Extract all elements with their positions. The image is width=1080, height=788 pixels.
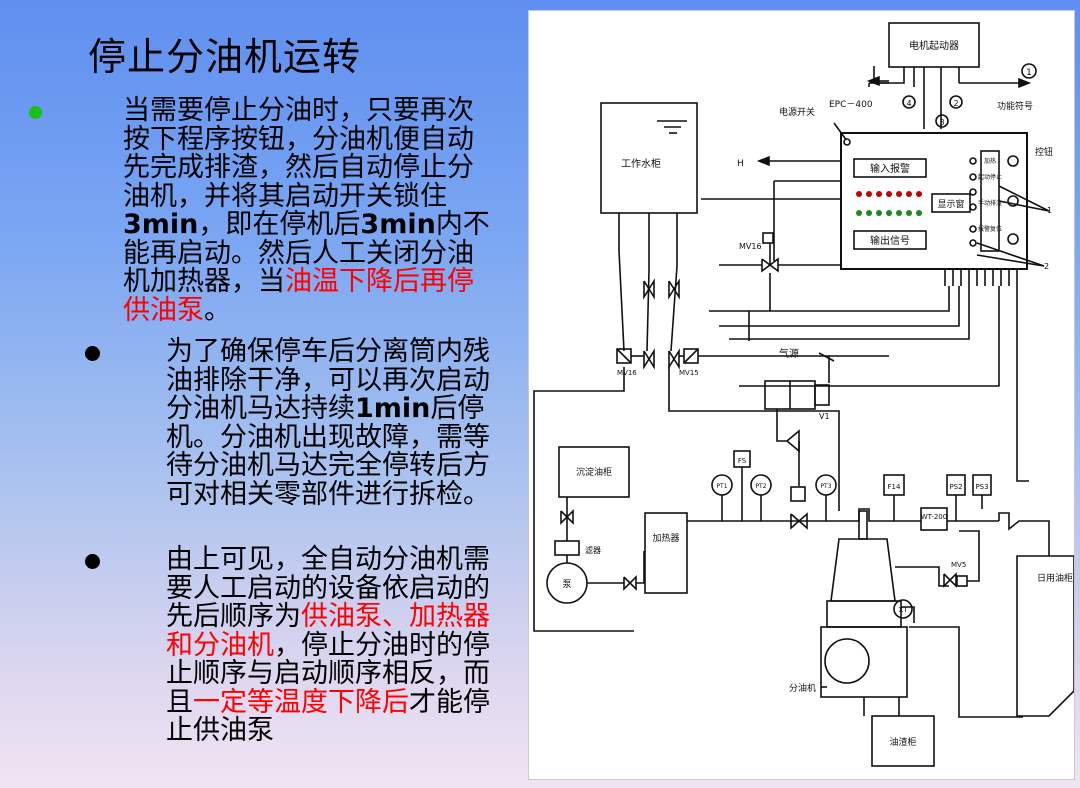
callout-4: 4	[906, 99, 911, 108]
daily-oil-tank	[1016, 555, 1075, 717]
heater-label: 加热器	[652, 532, 679, 544]
filter-label: 滤器	[585, 545, 601, 555]
separator-bowl	[830, 538, 896, 602]
callout-1: 1	[1026, 68, 1032, 78]
alarm-led-row	[856, 191, 922, 197]
mv16-top-label: MV16	[739, 242, 762, 251]
function-symbol-label: 功能符号	[997, 100, 1033, 112]
epc-400-controller	[840, 132, 1028, 270]
bullet-icon	[85, 554, 100, 569]
signal-led-row	[856, 210, 922, 216]
bullet-icon	[85, 346, 100, 361]
control-button-label: 控钮	[1035, 146, 1053, 158]
power-switch-label: 电源开关	[779, 106, 815, 118]
separator-motor	[820, 626, 908, 698]
work-water-tank-label: 工作水柜	[621, 157, 661, 170]
ps3-label: PS3	[975, 483, 988, 491]
fs-label: FS	[738, 457, 747, 465]
sludge-tank	[871, 715, 935, 767]
slide-title: 停止分油机运转	[88, 35, 362, 79]
pump-label: 泵	[562, 579, 571, 590]
wt200-label: WT-200	[921, 513, 947, 521]
mv5-label: MV5	[951, 561, 966, 569]
work-water-tank	[600, 102, 698, 214]
paragraph-2: 为了确保停车后分离筒内残油排除干净，可以再次启动分油机马达持续1min后停机。分…	[166, 336, 490, 510]
output-signal-label: 输出信号	[870, 234, 910, 247]
separator-system-diagram: 电机起动器 1 EPC－400 电源开关 功能符号 控钮 4 2 3 输入报警 …	[528, 10, 1075, 780]
pt2-label: PT2	[755, 483, 766, 490]
display-window-label: 显示窗	[937, 198, 964, 210]
mv16-label: MV16	[617, 369, 637, 377]
pt3-label: PT3	[820, 483, 831, 490]
sediment-tank-label: 沉淀油柜	[576, 466, 612, 478]
air-source-label: 气源	[779, 347, 799, 360]
motor-starter-box	[888, 22, 980, 68]
motor-starter-label: 电机起动器	[909, 39, 959, 52]
heater	[644, 512, 688, 594]
sediment-oil-tank	[558, 446, 630, 498]
mv15-label: MV15	[679, 369, 699, 377]
separator-label: 分油机	[789, 682, 816, 694]
pt1-label: PT1	[716, 483, 727, 490]
func-start-label: 起动停止	[978, 173, 1002, 181]
sludge-tank-label: 油渣柜	[889, 736, 916, 748]
f14-label: F14	[888, 483, 901, 491]
paragraph-3: 由上可见，全自动分油机需要人工启动的设备依启动的先后顺序为供油泵、加热器和分油机…	[166, 544, 490, 746]
ps2-label: PS2	[949, 483, 962, 491]
func-manual-label: 手动排渣	[978, 199, 1002, 207]
paragraph-1: 当需要停止分油时，只要再次按下程序按钮，分油机便自动先完成排渣，然后自动停止分油…	[123, 95, 490, 326]
input-alarm-label: 输入报警	[870, 162, 910, 175]
callout-2: 2	[953, 99, 958, 108]
control-buttons	[969, 155, 1019, 247]
xt-label: XT	[899, 606, 909, 614]
func-heat-label: 加热	[984, 157, 996, 165]
epc-label: EPC－400	[829, 100, 873, 110]
v1-label: V1	[819, 412, 830, 421]
h-label: H	[737, 159, 744, 169]
callout-3: 3	[939, 118, 944, 127]
daily-tank-label: 日用油柜	[1037, 572, 1073, 584]
terminal-strip	[944, 269, 1018, 286]
bullet-icon	[29, 106, 42, 119]
callout-control-1: 1	[1047, 206, 1052, 215]
func-alarm-label: 报警复位	[978, 225, 1002, 233]
callout-control-2: 2	[1044, 262, 1049, 271]
